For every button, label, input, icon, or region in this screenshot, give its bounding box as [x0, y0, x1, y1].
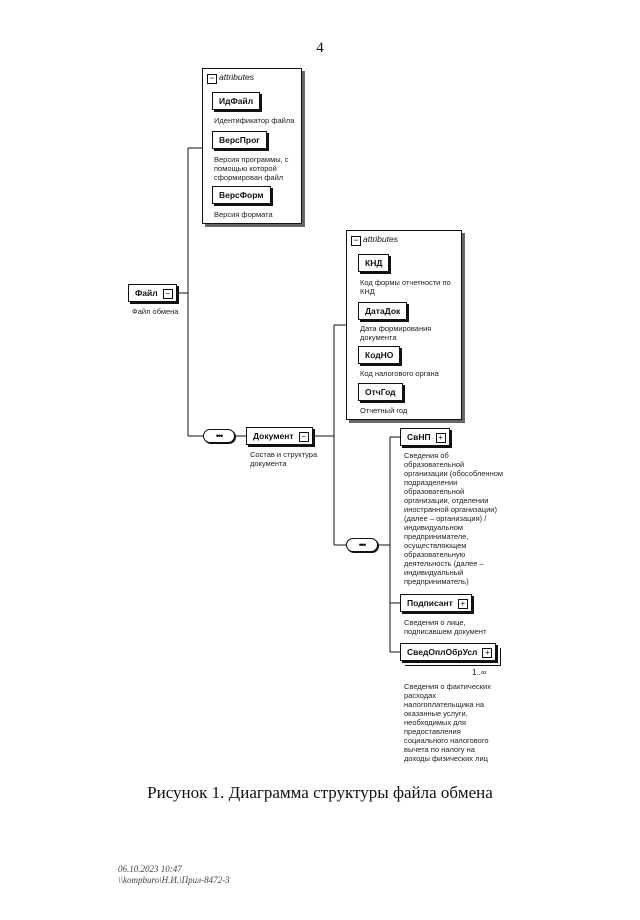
attribute-desc: Отчетный год	[360, 406, 408, 415]
footer-date: 06.10.2023 10:47	[118, 864, 182, 874]
attribute-datadok[interactable]: ДатаДок	[358, 302, 408, 320]
root-desc: Файл обмена	[132, 307, 179, 316]
expand-icon[interactable]: +	[457, 599, 468, 609]
attribute-versprog[interactable]: ВерсПрог	[212, 131, 267, 149]
document-element[interactable]: Документ −	[246, 427, 313, 445]
collapse-icon[interactable]: −	[351, 236, 361, 246]
child-element-podpisant[interactable]: Подписант +	[400, 594, 472, 612]
expand-icon[interactable]: −	[298, 432, 309, 442]
element-name: Подписант	[407, 598, 453, 608]
attribute-desc: Версия формата	[214, 210, 273, 219]
element-name: Файл	[135, 288, 158, 298]
attribute-kodno[interactable]: КодНО	[358, 346, 401, 364]
attribute-knd[interactable]: КНД	[358, 254, 390, 272]
attribute-otchgod[interactable]: ОтчГод	[358, 383, 403, 401]
element-name: СвНП	[407, 432, 431, 442]
element-name: Документ	[253, 431, 294, 441]
attribute-desc: Код налогового органа	[360, 369, 439, 378]
page-number: 4	[316, 40, 324, 56]
child-desc: Сведения о лице,подписавшем документ	[404, 618, 487, 636]
collapse-icon[interactable]: −	[207, 74, 217, 84]
sequence-icon[interactable]: •••	[346, 538, 378, 552]
attribute-idfile[interactable]: ИдФайл	[212, 92, 261, 110]
footer-path: \\kompburo\Н.И.\Прил-8472-3	[118, 875, 230, 885]
sequence-icon[interactable]: •••	[203, 429, 235, 443]
child-element-svnp[interactable]: СвНП +	[400, 428, 450, 446]
attribute-desc: Идентификатор файла	[214, 116, 295, 125]
expand-icon[interactable]: +	[482, 648, 493, 658]
figure-caption: Рисунок 1. Диаграмма структуры файла обм…	[147, 783, 493, 802]
child-element-svedoplobrusl[interactable]: СведОплОбрУсл +	[400, 643, 497, 661]
attributes-header: −attributes	[351, 234, 398, 246]
root-element-file[interactable]: Файл −	[128, 284, 177, 302]
expand-icon[interactable]: +	[435, 433, 446, 443]
footer-stamp: 06.10.2023 10:47 \\kompburo\Н.И.\Прил-84…	[118, 864, 230, 886]
expand-icon[interactable]: −	[162, 289, 173, 299]
attributes-header: −attributes	[207, 72, 254, 84]
occurrence-label: 1..∞	[472, 668, 487, 677]
element-name: СведОплОбрУсл	[407, 647, 478, 657]
attribute-versform[interactable]: ВерсФорм	[212, 186, 271, 204]
